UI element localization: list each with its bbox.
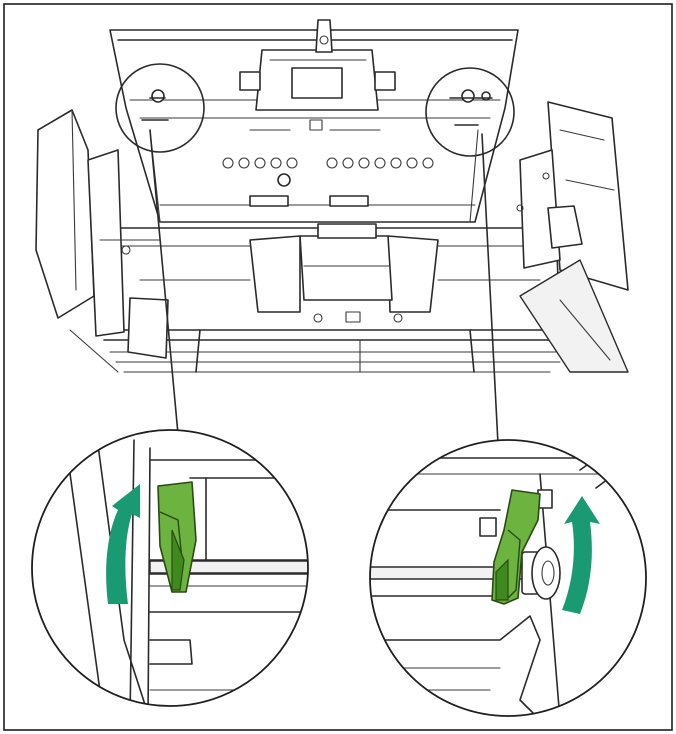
left-detail-ring [31,429,309,707]
right-leader-line [481,133,499,445]
left-roller-callout-ring [115,63,205,153]
scanner-top-cover [109,19,519,223]
left-roller-lever-icon [157,481,197,593]
left-leader-line [149,129,179,435]
left-detail-view [31,429,309,707]
left-rotate-up-arrow-icon [106,484,140,604]
right-roller-lever-icon [491,489,541,605]
right-rotate-up-arrow-icon [562,496,600,614]
right-detail-ring [369,439,647,717]
scanner-overview [35,19,629,445]
left-side-panel [35,109,169,373]
right-roller-callout-ring [425,67,515,157]
right-side-panel [516,101,629,373]
sensor-holes [222,157,434,169]
right-detail-view [369,439,647,717]
